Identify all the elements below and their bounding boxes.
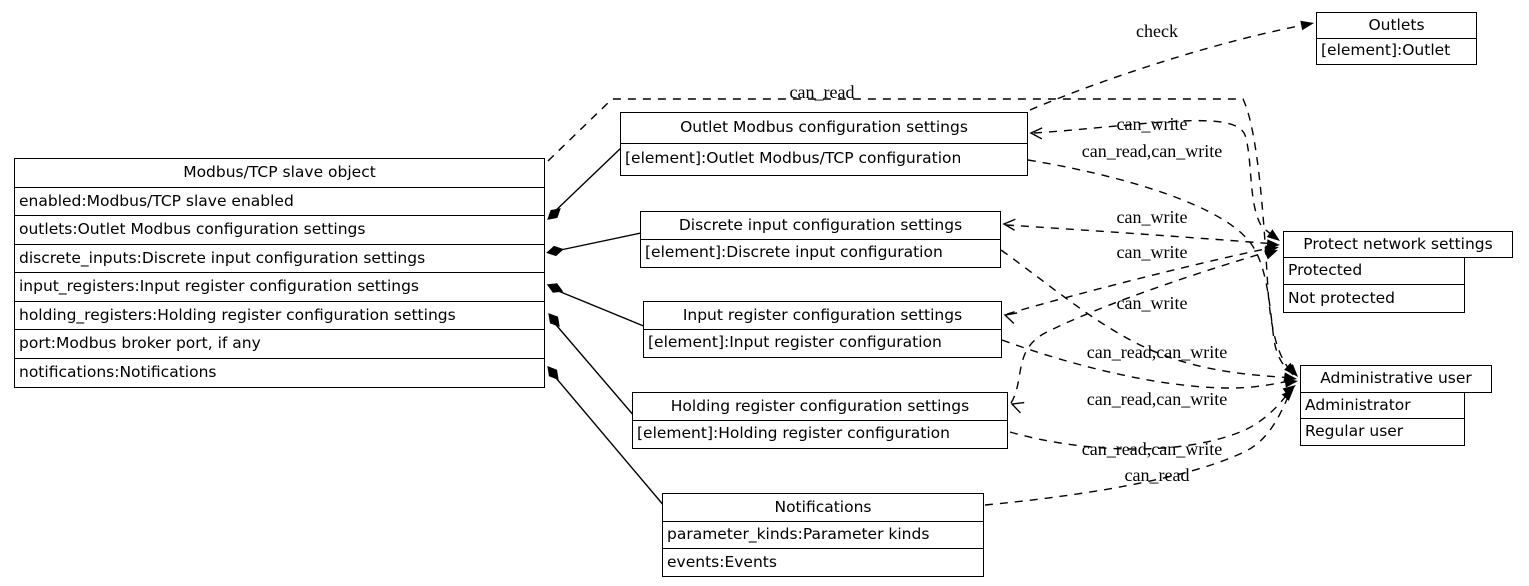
node-protect-network-settings: Protect network settings Protected Not p… (1283, 231, 1513, 313)
node-notifications: Notifications parameter_kinds:Parameter … (662, 493, 984, 577)
edge-check-outlet-outlets (1029, 23, 1311, 111)
composition-diamond-input (546, 283, 564, 293)
edge-label-can-write-outlet: can_write (1116, 114, 1188, 134)
composition-diamond-notifications (547, 366, 559, 380)
node-notifications-row-events: events:Events (662, 548, 984, 577)
edge-label-crw-outlet: can_read,can_write (1081, 141, 1223, 161)
node-protect-network-title: Protect network settings (1283, 231, 1513, 258)
node-notifications-title: Notifications (662, 493, 984, 522)
edge-label-can-write-holding: can_write (1116, 293, 1188, 313)
node-admin-user-title: Administrative user (1300, 365, 1492, 393)
node-input-register-title: Input register configuration settings (643, 301, 1002, 330)
arrowhead-into-input (1003, 312, 1018, 324)
node-admin-user-row-regular-user: Regular user (1300, 418, 1465, 446)
edge-crw-discrete-admin (1000, 249, 1295, 379)
node-modbus-slave-row-notifications: notifications:Notifications (14, 357, 545, 388)
node-input-register-row-element: [element]:Input register configuration (643, 328, 1002, 358)
edge-label-crw-input: can_read,can_write (1086, 389, 1228, 409)
node-modbus-slave-row-input-registers: input_registers:Input register configura… (14, 272, 545, 302)
node-protect-network-row-not-protected: Not protected (1283, 284, 1465, 313)
composition-line-notifications (550, 371, 666, 508)
composition-line-discrete-inputs (550, 232, 642, 253)
edge-label-can-write-discrete: can_write (1116, 207, 1188, 227)
node-modbus-slave: Modbus/TCP slave object enabled:Modbus/T… (14, 158, 545, 388)
arrowhead-outlets (1300, 20, 1314, 31)
node-modbus-slave-row-outlets: outlets:Outlet Modbus configuration sett… (14, 215, 545, 245)
edge-can-write-input-protect (1006, 246, 1276, 315)
edge-label-crw-holding: can_read,can_write (1081, 439, 1223, 459)
node-discrete-input-settings: Discrete input configuration settings [e… (640, 211, 1001, 268)
edge-crw-outlet-admin (1027, 159, 1296, 377)
node-holding-register-settings: Holding register configuration settings … (632, 392, 1008, 449)
node-input-register-settings: Input register configuration settings [e… (643, 301, 1002, 358)
node-notifications-row-parameter-kinds: parameter_kinds:Parameter kinds (662, 520, 984, 550)
edge-can-read-modbus-admin (547, 98, 1295, 375)
arrowhead-protect-from-outlet (1266, 229, 1280, 241)
node-outlet-modbus-title: Outlet Modbus configuration settings (620, 112, 1028, 144)
node-outlets-title: Outlets (1316, 12, 1477, 39)
edge-can-write-holding-protect (1010, 249, 1275, 404)
edge-label-check: check (1136, 21, 1178, 41)
node-modbus-slave-title: Modbus/TCP slave object (14, 158, 545, 188)
node-modbus-slave-row-port: port:Modbus broker port, if any (14, 329, 545, 359)
node-outlets-row-element: [element]:Outlet (1316, 37, 1477, 65)
edge-can-read-notifications-admin (984, 389, 1292, 506)
node-outlet-modbus-settings: Outlet Modbus configuration settings [el… (620, 112, 1028, 176)
arrowhead-into-discrete (1002, 218, 1016, 231)
node-holding-register-title: Holding register configuration settings (632, 392, 1008, 421)
arrowhead-admin-from-notifications (1281, 388, 1294, 401)
composition-line-input-registers (550, 287, 647, 328)
node-discrete-input-row-element: [element]:Discrete input configuration (640, 238, 1001, 268)
node-outlets: Outlets [element]:Outlet (1316, 12, 1477, 65)
node-holding-register-row-element: [element]:Holding register configuration (632, 419, 1008, 449)
edge-label-can-write-input: can_write (1116, 242, 1188, 262)
edge-can-write-outlet-protect (1033, 119, 1278, 240)
node-modbus-slave-row-holding-registers: holding_registers:Holding register confi… (14, 300, 545, 331)
edge-label-crw-discrete: can_read,can_write (1086, 342, 1228, 362)
arrowhead-into-outlet-modbus (1029, 127, 1043, 140)
arrowhead-protect-from-holding (1264, 250, 1278, 260)
edge-label-can-read-top: can_read (789, 82, 855, 102)
composition-diamond-outlets (547, 208, 561, 220)
composition-line-holding-registers (550, 318, 636, 418)
composition-diamond-holding (548, 313, 560, 327)
node-modbus-slave-row-discrete-inputs: discrete_inputs:Discrete input configura… (14, 243, 545, 274)
node-modbus-slave-row-enabled: enabled:Modbus/TCP slave enabled (14, 186, 545, 217)
arrowhead-admin-from-input (1284, 378, 1298, 388)
composition-line-outlets (550, 146, 623, 216)
composition-diamond-discrete (546, 245, 564, 257)
edge-can-write-discrete-protect (1005, 224, 1277, 245)
node-outlet-modbus-row-element: [element]:Outlet Modbus/TCP configuratio… (620, 142, 1028, 176)
edge-crw-input-admin (1001, 339, 1295, 389)
node-protect-network-row-protected: Protected (1283, 256, 1465, 286)
node-administrative-user: Administrative user Administrator Regula… (1300, 365, 1492, 446)
node-discrete-input-title: Discrete input configuration settings (640, 211, 1001, 240)
node-admin-user-row-administrator: Administrator (1300, 391, 1465, 420)
edge-label-can-read-notifications: can_read (1124, 465, 1190, 485)
arrowhead-admin-from-outlet (1285, 364, 1298, 377)
arrowhead-into-holding (1010, 401, 1025, 414)
